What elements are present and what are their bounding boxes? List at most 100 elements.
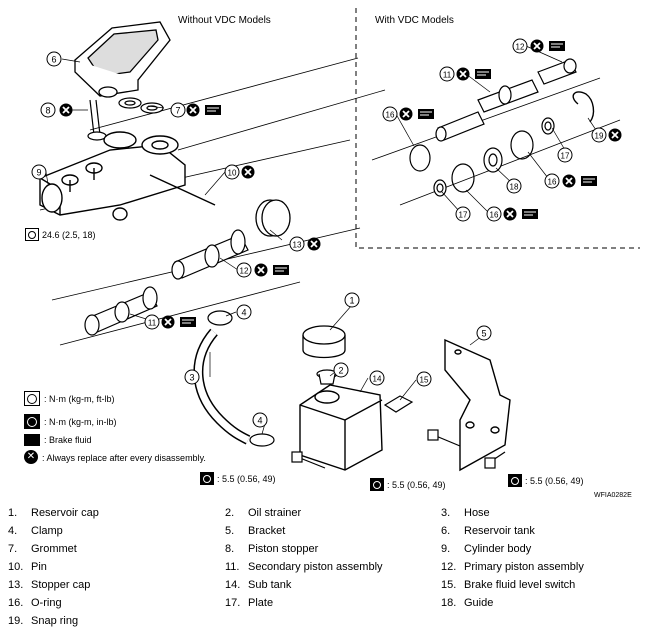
callout-10: 10 [224, 164, 240, 180]
svg-text:2: 2 [338, 366, 343, 376]
torque-in-lb-icon [370, 478, 384, 491]
torque-in-lb-icon [200, 472, 214, 485]
torque-spec-bottom-right: : 5.5 (0.56, 49) [508, 474, 584, 487]
legend-torque-in-lb: : N·m (kg-m, in-lb) [24, 414, 117, 429]
replace-icon [58, 102, 74, 118]
torque-in-lb-icon [24, 414, 40, 429]
replace-icon [398, 106, 414, 122]
callout-4a: 4 [236, 304, 252, 320]
callout-1: 1 [344, 292, 360, 308]
torque-spec-bottom-left: : 5.5 (0.56, 49) [200, 472, 276, 485]
primary-piston-part [171, 229, 249, 280]
vdc-secondary-piston-part [435, 111, 485, 142]
callout-7: 7 [170, 102, 186, 118]
replace-icon [607, 127, 623, 143]
callout-3: 3 [184, 369, 200, 385]
callout-5: 5 [476, 325, 492, 341]
bracket-part [444, 338, 511, 472]
callout-16a: 16 [382, 106, 398, 122]
callout-15: 15 [416, 371, 432, 387]
header-without-vdc: Without VDC Models [178, 15, 271, 26]
callout-17a: 17 [455, 206, 471, 222]
callout-11b: 11 [439, 66, 455, 82]
replace-icon [561, 173, 577, 189]
sub-tank-part [299, 384, 383, 471]
figure-code: WFIA0282E [594, 492, 632, 499]
reservoir-cap-part [302, 325, 346, 359]
svg-text:13: 13 [293, 241, 302, 250]
svg-text:11: 11 [443, 71, 452, 80]
legend-torque-ft-lb: : N·m (kg-m, ft-lb) [24, 391, 115, 406]
replace-icon [160, 314, 176, 330]
svg-text:17: 17 [459, 211, 468, 220]
callout-8: 8 [40, 102, 56, 118]
replace-icon [24, 450, 38, 465]
level-switch-part [383, 395, 414, 413]
svg-text:19: 19 [595, 132, 604, 141]
svg-text:11: 11 [148, 319, 157, 328]
callout-17b: 17 [557, 147, 573, 163]
vdc-guide-plate [433, 117, 555, 197]
cylinder-body-part [39, 131, 186, 221]
callout-11a: 11 [144, 314, 160, 330]
secondary-piston-part [84, 286, 158, 336]
svg-text:18: 18 [510, 183, 519, 192]
legend-replace: : Always replace after every disassembly… [24, 450, 206, 465]
svg-text:7: 7 [175, 106, 180, 116]
svg-text:16: 16 [490, 211, 499, 220]
header-with-vdc: With VDC Models [375, 15, 454, 26]
callout-4b: 4 [252, 412, 268, 428]
callout-19: 19 [591, 127, 607, 143]
replace-icon [253, 262, 269, 278]
svg-text:12: 12 [516, 43, 525, 52]
svg-text:17: 17 [561, 152, 570, 161]
svg-text:9: 9 [36, 168, 41, 178]
torque-in-lb-icon [508, 474, 522, 487]
grommet-part [118, 97, 164, 114]
replace-icon [502, 206, 518, 222]
replace-icon [455, 66, 471, 82]
svg-text:16: 16 [386, 111, 395, 120]
svg-text:6: 6 [51, 55, 56, 65]
callout-16c: 16 [544, 173, 560, 189]
torque-spec-bottom-mid: : 5.5 (0.56, 49) [370, 478, 446, 491]
reservoir-tank-part [74, 21, 171, 98]
leader-lines [45, 45, 599, 435]
svg-text:12: 12 [240, 267, 249, 276]
brake-fluid-icon [204, 104, 222, 116]
brake-fluid-icon [272, 264, 290, 276]
legend-brake-fluid: : Brake fluid [24, 434, 92, 446]
pin-part [149, 174, 216, 206]
callout-16b: 16 [486, 206, 502, 222]
vdc-o-rings [409, 130, 534, 193]
oil-strainer-part [316, 369, 338, 385]
vdc-primary-piston-part [477, 58, 577, 113]
snap-ring-part [572, 91, 595, 123]
svg-text:8: 8 [45, 106, 50, 116]
callout-9: 9 [31, 164, 47, 180]
callout-12a: 12 [236, 262, 252, 278]
svg-text:16: 16 [548, 178, 557, 187]
brake-fluid-icon [548, 40, 566, 52]
callout-18: 18 [506, 178, 522, 194]
svg-text:10: 10 [228, 169, 237, 178]
brake-fluid-icon [521, 208, 539, 220]
svg-text:4: 4 [241, 308, 246, 318]
brake-fluid-icon [580, 175, 598, 187]
callout-12b: 12 [512, 38, 528, 54]
clamp-part [207, 310, 233, 326]
brake-fluid-icon [24, 434, 40, 446]
svg-text:15: 15 [420, 376, 429, 385]
piston-stopper-part [87, 99, 107, 141]
replace-icon [306, 236, 322, 252]
svg-text:1: 1 [349, 296, 354, 306]
svg-text:5: 5 [481, 329, 486, 339]
svg-text:14: 14 [373, 375, 382, 384]
torque-ft-lb-icon [24, 391, 40, 406]
callout-14: 14 [369, 370, 385, 386]
svg-text:4: 4 [257, 416, 262, 426]
replace-icon [529, 38, 545, 54]
callout-2: 2 [333, 362, 349, 378]
torque-ft-lb-icon [25, 228, 39, 241]
brake-fluid-icon [179, 316, 197, 328]
